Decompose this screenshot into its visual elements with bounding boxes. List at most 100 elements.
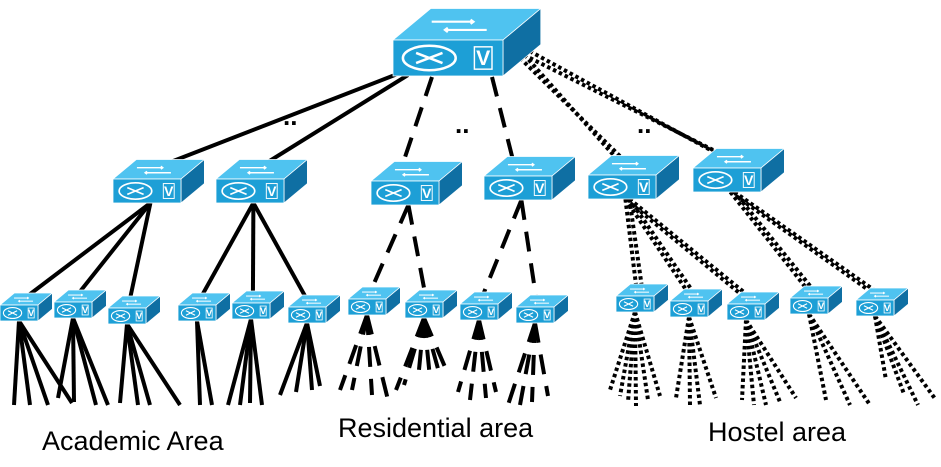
v-badge: [697, 303, 705, 315]
v-badge: [259, 305, 267, 317]
link-access-8-drop-0: [456, 319, 481, 393]
v-badge: [637, 179, 650, 195]
v-badge-label: V: [260, 305, 267, 316]
switch-arrows-icon: [14, 296, 34, 303]
router-icon: [56, 303, 77, 316]
link-dist-access-2: [126, 202, 153, 305]
v-badge-label: V: [884, 302, 891, 313]
link-access-9-drop-3: [533, 322, 550, 397]
router-icon: [618, 297, 639, 310]
v-badge-label: V: [164, 183, 174, 199]
link-core-hostel-2a: [523, 46, 726, 160]
router-icon: [234, 304, 255, 317]
link-access-2-drop-2: [125, 323, 152, 406]
link-access-13-drop-0: [807, 313, 828, 401]
v-badge: [754, 306, 762, 318]
access-switch-11: V: [614, 283, 670, 313]
switch-arrows-icon: [507, 162, 542, 172]
link-access-14-drop-2: [873, 315, 920, 406]
v-badge: [543, 309, 551, 321]
link-access-7-drop-2: [416, 317, 426, 381]
v-badge-label: V: [422, 185, 432, 201]
v-badge: [533, 180, 546, 196]
link-access-14-drop-0: [873, 315, 888, 381]
v-badge: [135, 310, 143, 322]
v-badge: [265, 183, 278, 199]
link-dist-access-9: [519, 199, 539, 304]
link-dist-access-3: [197, 202, 256, 302]
ellipsis-residential: ..: [455, 109, 469, 139]
link-access-11-drop-3: [687, 316, 718, 399]
v-badge-label: V: [28, 307, 35, 318]
switch-arrows-icon: [362, 290, 382, 297]
router-icon: [489, 178, 524, 197]
v-badge-label: V: [488, 306, 495, 317]
router-icon: [180, 306, 201, 319]
ellipsis-academic: ..: [283, 101, 297, 131]
access-switch-4: V: [176, 292, 232, 322]
router-icon: [110, 309, 131, 322]
labels-layer: .. .. .. Academic Area Residential area …: [42, 101, 847, 456]
access-switch-2: V: [52, 289, 108, 319]
area-label-hostel: Hostel area: [708, 417, 847, 447]
link-dist-access-b-12: [628, 197, 755, 302]
distribution-switch-academic-2: V: [214, 158, 309, 204]
link-access-0-drop-2: [17, 320, 50, 406]
link-access-2-drop-0: [118, 323, 129, 404]
v-badge: [643, 298, 651, 310]
link-dist-access-14: [729, 190, 879, 298]
link-access-6-drop-1: [350, 314, 369, 391]
v-badge-label: V: [535, 180, 545, 196]
access-switch-5: V: [230, 290, 286, 320]
router-icon: [290, 308, 311, 321]
switch-arrows-icon: [394, 167, 429, 177]
router-icon: [462, 305, 483, 318]
link-dist-access-b-11: [627, 197, 699, 299]
v-badge: [420, 185, 433, 201]
link-dist-access-b-10: [627, 198, 645, 293]
switch-arrows-icon: [474, 295, 494, 302]
link-access-7-drop-1: [402, 317, 426, 386]
distribution-switch-academic-1: V: [111, 158, 206, 204]
access-switch-1: V: [0, 292, 54, 322]
area-label-academic: Academic Area: [42, 426, 225, 456]
link-dist-access-0: [19, 201, 152, 303]
link-access-4-drop-3: [249, 318, 264, 406]
link-access-11-drop-2: [687, 316, 702, 406]
link-access-3-drop-1: [195, 320, 214, 406]
switch-arrows-icon: [804, 289, 824, 296]
link-access-12-drop-4: [744, 318, 798, 400]
switch-arrows-icon: [870, 291, 890, 298]
link-access-6-drop-2: [365, 314, 374, 396]
distribution-switch-hostel-1: V: [586, 154, 681, 200]
switch-arrows-icon: [630, 287, 650, 294]
link-access-13-drop-2: [807, 312, 872, 407]
link-access-6-drop-3: [365, 314, 390, 401]
link-access-5-drop-1: [294, 322, 309, 393]
v-badge-label: V: [267, 183, 277, 199]
link-access-1-drop-1: [71, 317, 76, 403]
area-label-residential: Residential area: [338, 413, 534, 443]
link-access-0-drop-1: [17, 320, 32, 406]
link-access-14-drop-1: [873, 315, 906, 395]
link-access-10-drop-4: [633, 311, 650, 401]
link-access-11-drop-0: [674, 316, 691, 399]
link-access-12-drop-2: [744, 319, 768, 406]
access-switch-12: V: [668, 288, 724, 318]
link-access-9-drop-2: [530, 322, 537, 403]
router-icon: [118, 181, 153, 200]
v-badge: [817, 300, 825, 312]
link-access-7-drop-5: [422, 317, 450, 375]
switch-arrows-icon: [684, 292, 704, 299]
v-badge: [81, 304, 89, 316]
switch-arrows-icon: [68, 293, 88, 300]
access-switch-9: V: [458, 291, 514, 321]
v-badge: [473, 46, 493, 70]
link-core-hostel-1b: [518, 56, 634, 170]
router-icon: [376, 183, 411, 202]
router-icon: [350, 300, 371, 313]
link-dist-access-b-13: [732, 190, 819, 296]
router-icon: [518, 308, 539, 321]
link-access-5-drop-0: [278, 322, 309, 396]
